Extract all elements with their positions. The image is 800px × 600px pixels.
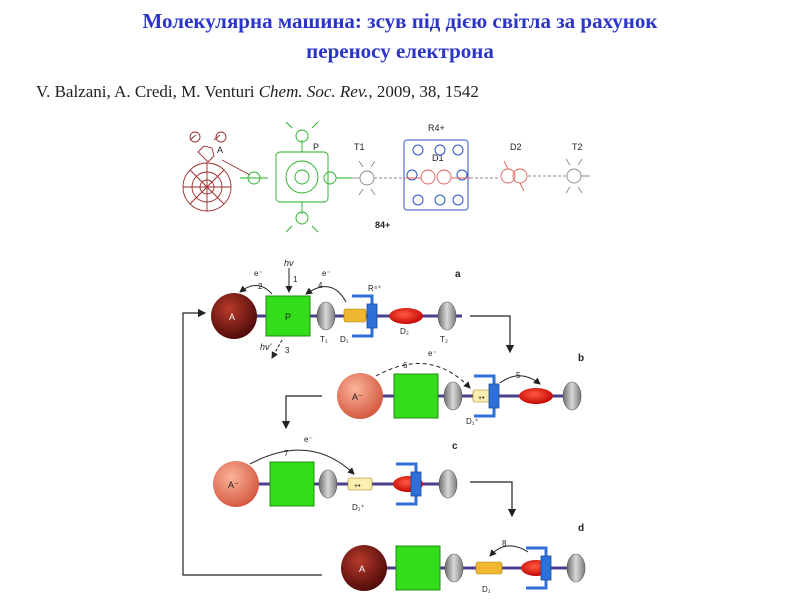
step-6: 6	[403, 361, 408, 370]
label-D1-plus-b: D₁⁺	[466, 417, 479, 426]
macrocycle-structure	[403, 139, 469, 211]
label-D1-plus-c: D₁⁺	[352, 503, 365, 512]
label-plus-b: +•	[478, 395, 485, 402]
label-hv: hν	[284, 258, 294, 268]
label-e-6: e⁻	[428, 349, 437, 358]
panel-label-c: c	[452, 441, 458, 452]
step-7: 7	[284, 449, 289, 458]
transition-arrow-a-b	[470, 315, 515, 354]
macrocycle-ring-a	[352, 294, 378, 338]
transition-arrow-c-d	[470, 481, 517, 518]
citation-authors: V. Balzani, A. Credi, M. Venturi	[36, 82, 259, 101]
panel-a: a A P T₁ D₁ D₂ T₂ R⁴⁺ hν 1 e⁻	[211, 258, 462, 359]
acceptor-A-label-d: A	[359, 564, 365, 574]
stopper-T1-b	[443, 381, 463, 411]
step-8: 8	[502, 539, 507, 548]
label-plus-c: +•	[354, 483, 361, 490]
struct-label-compound: 84+	[375, 220, 390, 230]
stopper-T2-b	[562, 381, 582, 411]
label-R-a: R⁴⁺	[368, 284, 381, 293]
transition-arrow-b-c	[281, 395, 322, 430]
label-hv-prime: hν'	[260, 342, 272, 352]
label-D1-a: D₁	[340, 335, 349, 344]
acceptor-A-sphere-d	[341, 545, 387, 591]
porphyrin-P-box-b	[393, 373, 439, 419]
label-T1-a: T₁	[320, 335, 328, 344]
stopper-T1-d	[444, 553, 464, 583]
acceptor-A-minus-sphere	[337, 373, 383, 419]
stopper-T2-structure	[565, 158, 590, 194]
struct-label-P: P	[313, 142, 319, 152]
struct-label-D2: D2	[510, 142, 522, 152]
slide-title: Молекулярна машина: зсув під дією світла…	[0, 6, 800, 66]
panel-label-b: b	[578, 353, 584, 364]
porphyrin-structure	[240, 121, 352, 233]
station-D2-b	[519, 388, 553, 404]
title-line-1: Молекулярна машина: зсув під дією світла…	[142, 9, 658, 33]
label-e-7: e⁻	[304, 435, 313, 444]
stopper-T1-c	[318, 469, 338, 499]
title-line-2: переносу електрона	[306, 39, 494, 63]
struct-label-T1: T1	[354, 142, 365, 152]
chemical-structure: A P T1 R4+ D1 D2 T2 84+	[182, 121, 590, 233]
panel-d: d A D₁ 8	[341, 523, 586, 594]
mechanism-scheme: a A P T₁ D₁ D₂ T₂ R⁴⁺ hν 1 e⁻	[182, 258, 586, 594]
station-D1-structure	[404, 169, 470, 185]
stopper-T1-structure	[352, 160, 404, 196]
porphyrin-P-label: P	[285, 312, 291, 322]
panel-label-d: d	[578, 523, 584, 534]
stopper-T2-c	[438, 469, 458, 499]
struct-label-D1: D1	[432, 153, 444, 163]
stopper-T2-d	[566, 553, 586, 583]
porphyrin-P-box-c	[269, 461, 315, 507]
panel-c: c A⁻ +• D₁⁺ 7 e⁻	[213, 435, 458, 512]
label-D2-a: D₂	[400, 327, 409, 336]
porphyrin-P-box-d	[395, 545, 441, 591]
porphyrin-P-box	[265, 295, 311, 337]
acceptor-A-minus-label-c: A⁻	[228, 480, 239, 490]
station-D1-plus-c	[347, 477, 373, 491]
struct-label-T2: T2	[572, 142, 583, 152]
citation: V. Balzani, A. Credi, M. Venturi Chem. S…	[36, 82, 479, 102]
citation-journal: Chem. Soc. Rev.	[258, 82, 369, 101]
station-D2-structure	[500, 160, 528, 192]
panel-label-a: a	[455, 269, 461, 280]
stopper-T1	[316, 301, 336, 331]
struct-label-R: R4+	[428, 123, 445, 133]
step-3: 3	[285, 346, 290, 355]
acceptor-A-label: A	[229, 312, 235, 322]
step-4: 4	[318, 281, 323, 290]
fullerene-structure	[182, 131, 232, 212]
acceptor-A-minus-sphere-c	[213, 461, 259, 507]
stopper-T2	[437, 301, 457, 331]
label-e-4: e⁻	[322, 269, 331, 278]
macrocycle-ring-d	[526, 546, 552, 590]
label-T2-a: T₂	[440, 335, 448, 344]
struct-label-A: A	[217, 145, 223, 155]
step-5: 5	[516, 371, 521, 380]
acceptor-A-minus-label-b: A⁻	[352, 392, 363, 402]
station-D2	[389, 308, 423, 324]
label-D1-d: D₁	[482, 585, 491, 594]
station-D1-d	[475, 561, 503, 575]
citation-details: , 2009, 38, 1542	[368, 82, 479, 101]
macrocycle-ring-b	[474, 374, 500, 418]
station-D1	[343, 308, 367, 323]
acceptor-A-sphere	[211, 293, 257, 339]
cycle-return-arrow	[182, 308, 322, 576]
step-2: 2	[258, 282, 263, 291]
label-e-2: e⁻	[254, 269, 263, 278]
macrocycle-ring-c	[396, 462, 422, 506]
step-1: 1	[293, 275, 298, 284]
panel-b: b A⁻ +• D₁⁺ 6 e⁻ 5	[337, 349, 584, 426]
